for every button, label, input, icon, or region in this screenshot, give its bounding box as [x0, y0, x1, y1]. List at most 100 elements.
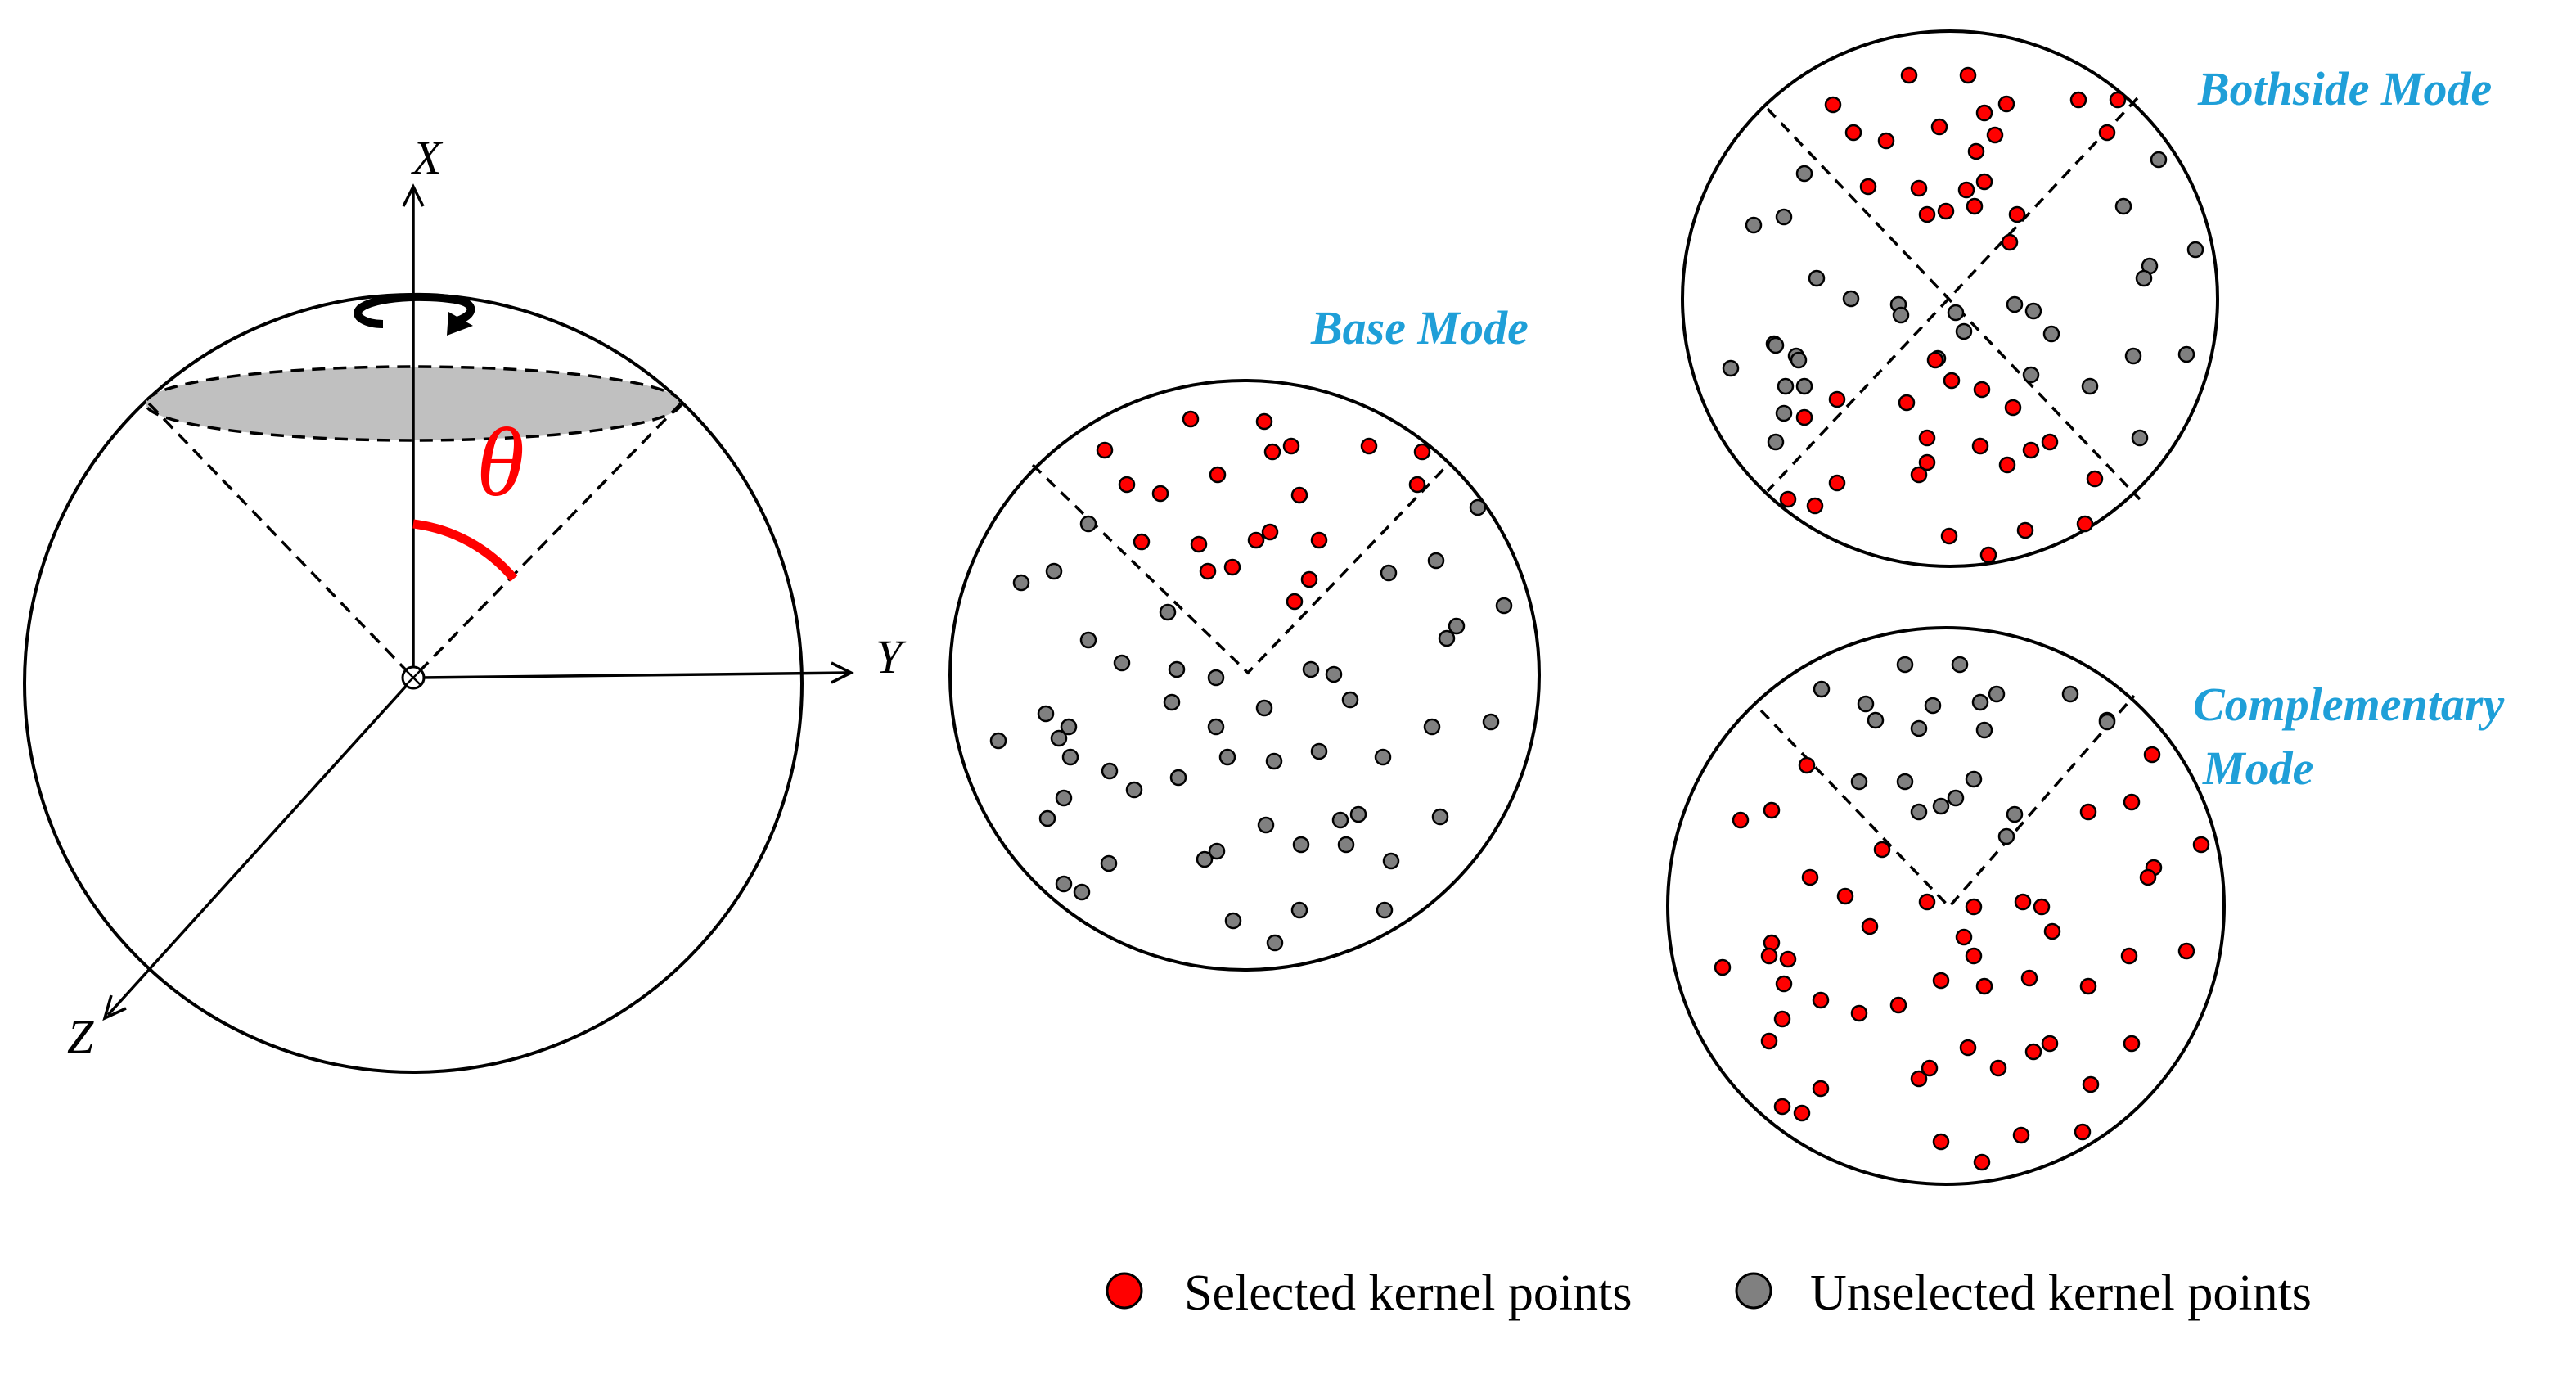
selected-kernel-point	[2012, 1126, 2030, 1144]
unselected-kernel-point	[2135, 269, 2153, 287]
selected-kernel-point	[1779, 490, 1797, 508]
complementary-mode-points	[1714, 656, 2210, 1171]
unselected-kernel-point	[1795, 165, 1813, 183]
z-axis-arrowhead	[102, 994, 127, 1021]
selected-kernel-point	[1957, 181, 1975, 199]
selected-kernel-point	[1812, 991, 1830, 1009]
selected-kernel-point	[1223, 558, 1241, 576]
unselected-kernel-point	[1349, 805, 1367, 823]
selected-kernel-point	[1151, 485, 1169, 503]
unselected-kernel-point	[1975, 721, 1993, 739]
selected-kernel-point	[1932, 1133, 1950, 1151]
unselected-kernel-point	[1857, 695, 1875, 713]
origin-circle-icon	[401, 665, 426, 690]
unselected-kernel-point	[1073, 883, 1091, 901]
legend: Selected kernel points Unselected kernel…	[1106, 1265, 2312, 1321]
unselected-kernel-point	[1207, 669, 1225, 687]
selected-kernel-point	[1801, 868, 1819, 886]
unselected-kernel-point	[1255, 699, 1273, 717]
selected-kernel-point	[1199, 562, 1217, 580]
selected-kernel-point	[1413, 443, 1431, 461]
x-axis-label: X	[411, 131, 444, 184]
unselected-kernel-point	[1125, 781, 1143, 799]
selected-kernel-point	[1918, 453, 1936, 471]
selected-kernel-point	[1836, 887, 1854, 905]
selected-kernel-point	[2177, 942, 2195, 960]
unselected-kernel-point	[2114, 197, 2132, 215]
selected-kernel-point	[1975, 977, 1993, 995]
unselected-kernel-point	[1290, 901, 1308, 919]
unselected-kernel-point	[1842, 290, 1860, 308]
unselected-kernel-point	[2042, 325, 2060, 343]
unselected-kernel-point	[2150, 151, 2168, 169]
unselected-kernel-point	[1038, 809, 1056, 827]
unselected-kernel-point	[1947, 789, 1965, 807]
unselected-kernel-point	[1037, 705, 1055, 723]
selected-kernel-point	[1286, 593, 1304, 611]
selected-kernel-point	[2076, 515, 2094, 533]
unselected-kernel-point	[1168, 660, 1186, 678]
selected-kernel-point	[1910, 179, 1928, 197]
selected-kernel-point	[2069, 91, 2087, 109]
unselected-kernel-point	[2131, 429, 2149, 447]
selected-kernel-point	[1812, 1080, 1830, 1098]
z-axis	[106, 681, 411, 1017]
unselected-kernel-point	[1495, 597, 1513, 615]
selected-kernel-point	[1979, 546, 1997, 564]
unselected-kernel-point	[1482, 713, 1500, 731]
selected-kernel-point	[1959, 66, 1977, 84]
selected-kernel-point	[1263, 443, 1281, 461]
legend-selected-swatch	[1106, 1272, 1143, 1310]
selected-kernel-point	[2024, 1043, 2042, 1061]
selected-kernel-point	[1732, 811, 1750, 829]
unselected-kernel-point	[1169, 769, 1187, 787]
selected-kernel-point	[1918, 429, 1936, 447]
selected-kernel-point	[1965, 947, 1983, 965]
selected-kernel-point	[1973, 1153, 1991, 1171]
unselected-kernel-point	[1265, 752, 1283, 770]
bothside-mode-title: Bothside Mode	[2197, 62, 2492, 115]
selected-kernel-point	[1844, 124, 1862, 142]
selected-kernel-point	[1190, 535, 1208, 553]
selected-kernel-point	[1255, 412, 1273, 431]
selected-kernel-point	[1828, 390, 1846, 408]
selected-kernel-point	[1932, 972, 1950, 990]
selected-kernel-point	[2041, 433, 2059, 451]
y-axis	[419, 671, 850, 679]
selected-kernel-point	[1775, 975, 1793, 993]
selected-kernel-point	[1926, 351, 1944, 369]
unselected-kernel-point	[1892, 306, 1910, 324]
selected-kernel-point	[1182, 410, 1200, 428]
selected-kernel-point	[1971, 437, 1989, 455]
selected-kernel-point	[2020, 969, 2038, 987]
unselected-kernel-point	[1224, 912, 1242, 930]
unselected-kernel-point	[1867, 711, 1885, 729]
selected-kernel-point	[1290, 486, 1308, 504]
selected-kernel-point	[1133, 533, 1151, 551]
selected-kernel-point	[1898, 394, 1916, 412]
unselected-kernel-point	[1767, 336, 1785, 354]
selected-kernel-point	[2008, 205, 2026, 223]
unselected-kernel-point	[1997, 827, 2015, 845]
selected-kernel-point	[2192, 836, 2210, 854]
unselected-kernel-point	[1374, 748, 1392, 766]
selected-kernel-point	[1873, 841, 1891, 859]
unselected-kernel-point	[1431, 808, 1449, 826]
unselected-kernel-point	[1310, 742, 1328, 760]
unselected-kernel-point	[1101, 762, 1119, 780]
unselected-kernel-point	[1341, 691, 1359, 709]
unselected-kernel-point	[1808, 269, 1826, 287]
unselected-kernel-point	[1079, 515, 1097, 533]
selected-kernel-point	[1955, 928, 1973, 946]
unselected-kernel-point	[1382, 852, 1400, 870]
unselected-kernel-point	[2061, 685, 2079, 703]
bothside-diagonal-b	[1766, 97, 2139, 493]
selected-kernel-point	[2022, 441, 2040, 459]
unselected-kernel-point	[1813, 680, 1831, 698]
selected-kernel-point	[2014, 893, 2032, 911]
selected-kernel-point	[1118, 476, 1136, 494]
unselected-kernel-point	[1079, 631, 1097, 649]
selected-kernel-point	[1096, 441, 1114, 459]
selected-kernel-point	[1910, 1070, 1928, 1088]
selected-kernel-point	[1806, 497, 1824, 515]
